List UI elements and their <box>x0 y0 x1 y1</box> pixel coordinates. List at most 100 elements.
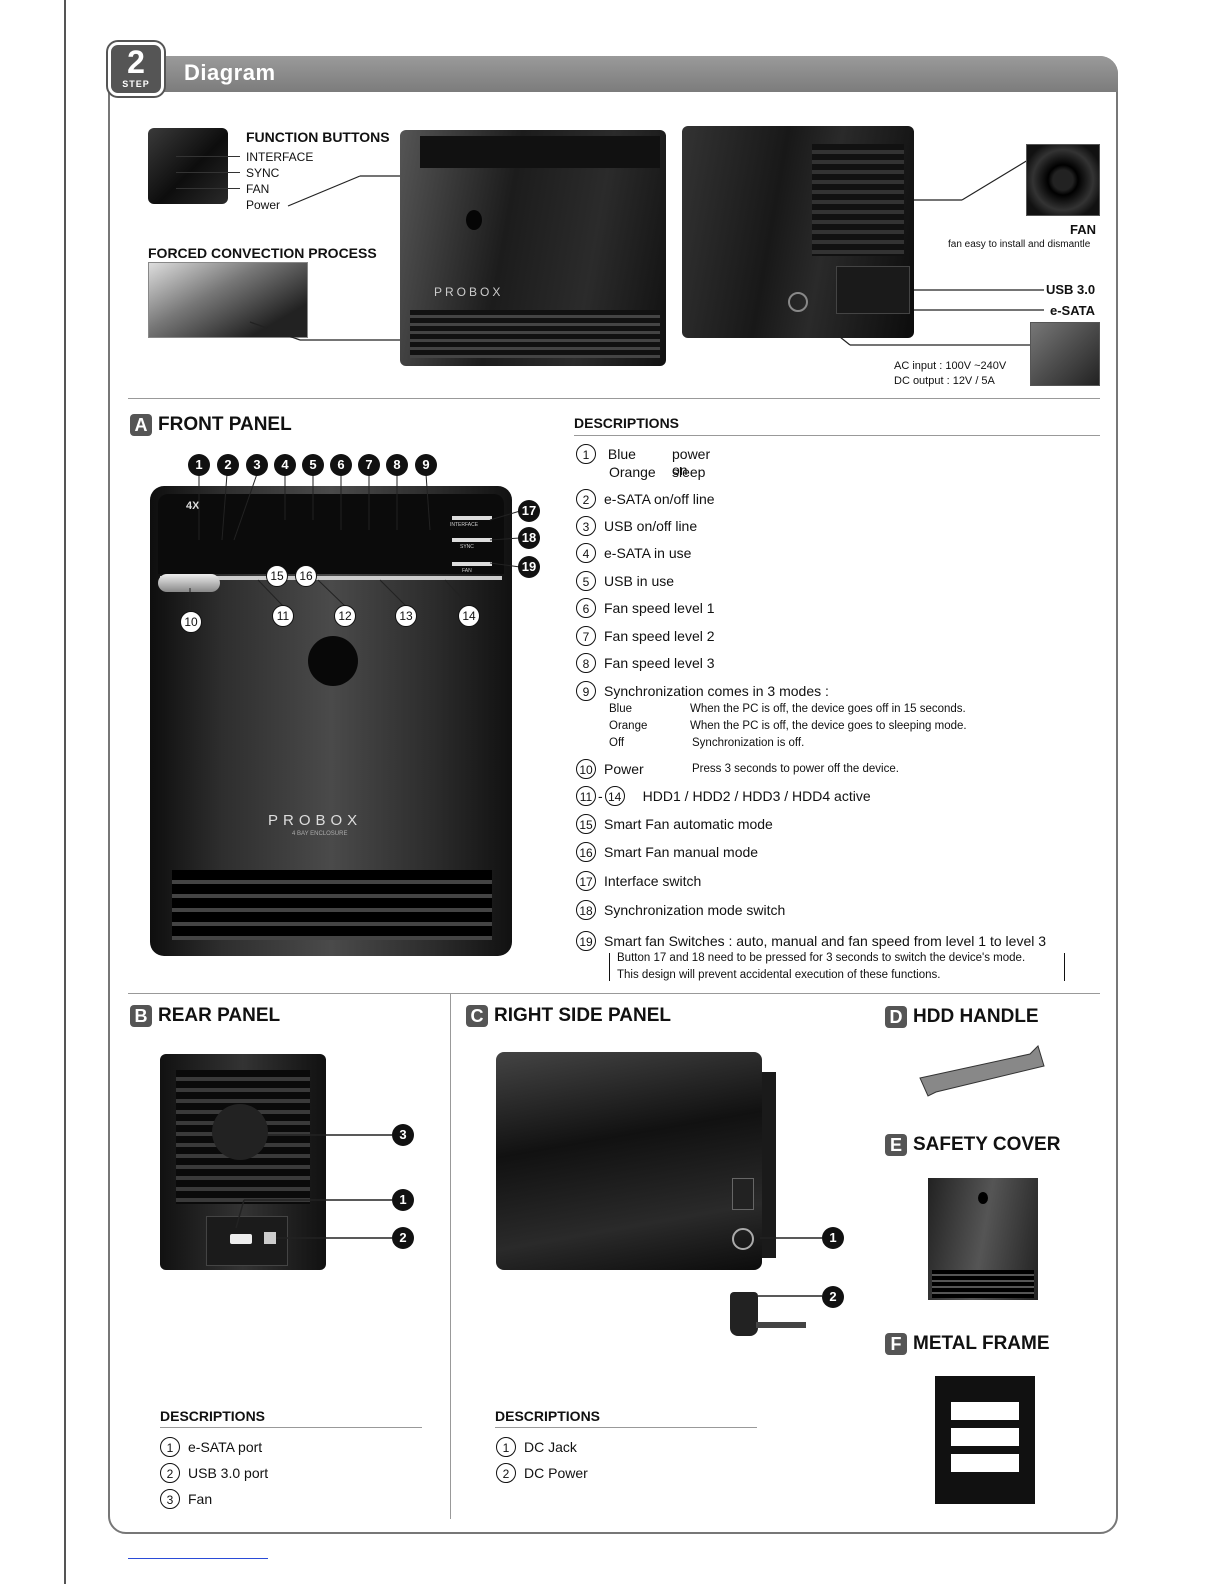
lock-icon <box>466 210 482 230</box>
dc-power-plug-icon <box>730 1292 758 1336</box>
description-number: 1 <box>496 1437 516 1457</box>
safety-cover-image <box>928 1178 1038 1300</box>
description-color: Blue <box>608 446 636 462</box>
description-number: 14 <box>605 786 625 806</box>
description-number: 2 <box>576 489 596 509</box>
divider <box>128 398 1100 399</box>
description-number: 10 <box>576 759 596 779</box>
description-text: Fan speed level 3 <box>604 655 715 671</box>
rear-port-block <box>836 266 910 314</box>
safety-cover-heading: E SAFETY COVER <box>885 1134 1060 1156</box>
front-logo-sub: 4 BAY ENCLOSURE <box>292 831 347 837</box>
description-text: Interface switch <box>604 873 701 889</box>
front-callout: 16 <box>295 565 317 587</box>
section-letter: B <box>130 1005 152 1027</box>
frame-slot <box>951 1428 1019 1446</box>
description-number: 8 <box>576 653 596 673</box>
front-callout: 3 <box>246 454 268 476</box>
front-callout: 10 <box>180 611 202 633</box>
description-number: 17 <box>576 871 596 891</box>
description-number: 1 <box>576 444 596 464</box>
product-logo: PROBOX <box>434 285 503 299</box>
description-row: 17 Interface switch <box>576 871 701 891</box>
front-callout: 5 <box>302 454 324 476</box>
description-row: 3 Fan <box>160 1489 212 1509</box>
description-number: 19 <box>576 931 596 951</box>
cover-lock-icon <box>978 1192 988 1204</box>
front-callout: 13 <box>395 605 417 627</box>
description-text: USB in use <box>604 573 674 589</box>
description-text: Synchronization mode switch <box>604 902 785 918</box>
front-callout: 11 <box>272 605 294 627</box>
rear-callout: 3 <box>392 1124 414 1146</box>
description-subrow: Orange sleep <box>609 464 656 480</box>
divider <box>495 1427 757 1428</box>
description-note: Press 3 seconds to power off the device. <box>692 763 899 775</box>
description-text: sleep <box>672 464 705 480</box>
description-row: 9Synchronization comes in 3 modes : <box>576 681 829 701</box>
description-color: Orange <box>609 464 656 480</box>
description-number: 3 <box>160 1489 180 1509</box>
side-label-plate <box>732 1178 754 1210</box>
description-number: 2 <box>160 1463 180 1483</box>
description-note: Button 17 and 18 need to be pressed for … <box>617 952 1025 964</box>
description-text: Fan <box>188 1491 212 1507</box>
ac-input-label: AC input : 100V ~240V <box>894 360 1006 372</box>
side-callout: 1 <box>822 1227 844 1249</box>
description-number: 7 <box>576 626 596 646</box>
description-row: 2 e-SATA on/off line <box>576 489 715 509</box>
front-callout: 4 <box>274 454 296 476</box>
description-number: 2 <box>496 1463 516 1483</box>
description-row: 5 USB in use <box>576 571 674 591</box>
cover-vent-grille <box>932 1270 1034 1298</box>
side-callout: 2 <box>822 1286 844 1308</box>
sync-mode-name: Blue <box>609 703 632 715</box>
descriptions-title: DESCRIPTIONS <box>574 415 679 431</box>
rear-callout: 1 <box>392 1189 414 1211</box>
description-text: Smart fan Switches : auto, manual and fa… <box>604 933 1046 949</box>
description-text: e-SATA in use <box>604 545 691 561</box>
rear-panel-heading: B REAR PANEL <box>130 1005 280 1027</box>
hdd-handle-heading: DHDD HANDLE <box>885 1006 1039 1028</box>
description-text: Synchronization comes in 3 modes : <box>604 683 829 699</box>
side-leader-lines <box>0 1220 900 1360</box>
rear-fan-grille <box>812 144 904 256</box>
frame-slot <box>951 1402 1019 1420</box>
description-text: USB 3.0 port <box>188 1465 268 1481</box>
sync-mode-text: Synchronization is off. <box>692 737 804 749</box>
front-callout: 17 <box>518 500 540 522</box>
description-number: 5 <box>576 571 596 591</box>
descriptions-title: DESCRIPTIONS <box>160 1408 265 1424</box>
fan-photo <box>1026 144 1100 216</box>
description-row: 1 Blue power on <box>576 444 636 464</box>
section-title: SAFETY COVER <box>913 1134 1060 1155</box>
description-text: Power <box>604 761 644 777</box>
range-dash: - <box>598 788 603 804</box>
metal-frame-image <box>935 1376 1035 1504</box>
description-number: 11 <box>576 786 596 806</box>
divider <box>574 435 1100 436</box>
front-callout: 7 <box>358 454 380 476</box>
hdd-handle-image <box>912 1040 1052 1100</box>
description-text: Fan speed level 1 <box>604 600 715 616</box>
section-letter: C <box>466 1005 488 1027</box>
front-callout: 14 <box>458 605 480 627</box>
fan-title: FAN <box>1070 222 1096 237</box>
product-front-photo: PROBOX <box>400 130 666 366</box>
description-text: e-SATA on/off line <box>604 491 715 507</box>
section-letter: E <box>885 1134 907 1156</box>
product-rear-photo <box>682 126 914 338</box>
description-row: 2 USB 3.0 port <box>160 1463 268 1483</box>
front-vent-grille <box>172 870 492 940</box>
description-text: DC Jack <box>524 1439 577 1455</box>
description-number: 1 <box>160 1437 180 1457</box>
divider <box>128 993 1100 994</box>
section-title: REAR PANEL <box>158 1005 280 1026</box>
